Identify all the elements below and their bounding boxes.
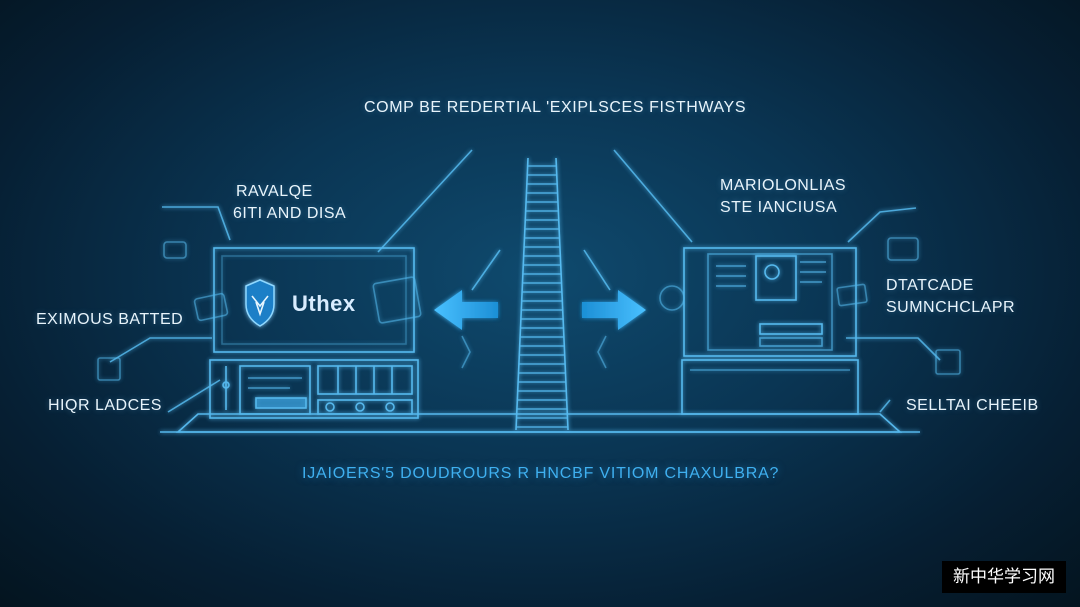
arrow-left [434, 290, 498, 330]
folder-icon [887, 237, 919, 261]
logo-text: Uthex [292, 291, 356, 316]
right-module [681, 247, 859, 415]
left-mid-label: EXIMOUS BATTED [36, 311, 184, 328]
left-module [209, 247, 419, 419]
right-top-label-line2: STE IANCIUSA [720, 199, 838, 216]
hand-icon-right [597, 335, 607, 369]
left-low-label: HIQR LADCES [48, 397, 162, 414]
left-top-label-line1: RAVALQE [236, 183, 313, 200]
left-screen [213, 247, 415, 353]
right-mid-label-line1: DTATCADE [886, 277, 974, 294]
left-console-panel [239, 365, 311, 415]
left-screen-inner [221, 255, 407, 345]
card-icon [193, 292, 229, 322]
chat-icon [163, 241, 187, 259]
left-console-keys [317, 365, 413, 395]
hand-icon-left [461, 335, 471, 369]
shield-icon-right [372, 276, 422, 324]
central-ladder [515, 157, 569, 431]
base-platform [175, 413, 903, 433]
left-top-label-line2: 6ITI AND DISA [233, 205, 347, 222]
right-screen-inner [707, 253, 833, 351]
leader-lines [109, 149, 941, 413]
bottom-caption: IJAIOERS'5 DOUDROURS R HNCBF VITIOM CHAX… [302, 465, 780, 482]
watermark: 新中华学习网 [942, 561, 1066, 593]
right-console [681, 359, 859, 415]
floating-icons [97, 237, 961, 381]
right-screen [683, 247, 857, 357]
right-low-label: SELLTAI CHEEIB [906, 397, 1039, 414]
left-console [209, 359, 419, 419]
shield-icon [245, 279, 275, 327]
wallet-icon [836, 283, 868, 307]
right-top-label-line1: MARIOLONLIAS [720, 177, 847, 194]
doc-icon [97, 357, 121, 381]
right-mid-label-line2: SUMNCHCLAPR [886, 299, 1016, 316]
globe-icon [659, 285, 685, 311]
box-icon [935, 349, 961, 375]
arrow-right [582, 290, 646, 330]
diagram-title: COMP BE REDERTIAL 'EXIPLSCES FISTHWAYS [364, 99, 747, 116]
